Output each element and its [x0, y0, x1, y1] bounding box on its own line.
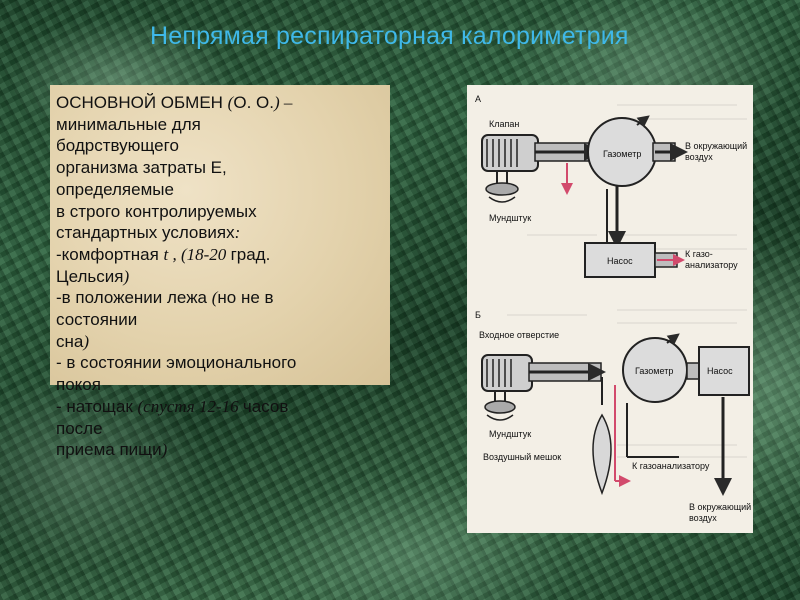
- mouthpiece-label-b: Мундштук: [489, 429, 531, 439]
- svg-text:воздух: воздух: [685, 152, 713, 162]
- air-bag-label: Воздушный мешок: [483, 452, 561, 462]
- calorimetry-diagram: А Клапан Газометр В окружающий воздух: [467, 85, 753, 533]
- label-b: Б: [475, 310, 481, 320]
- to-analyzer-label-a: К газо-: [685, 249, 713, 259]
- svg-text:Газометр: Газометр: [603, 149, 641, 159]
- text-line: - в состоянии эмоционального: [56, 353, 297, 373]
- text-line: минимальные для: [56, 114, 201, 134]
- gasometer-b: Газометр: [622, 333, 688, 403]
- diagram-a: А Клапан Газометр В окружающий воздух: [475, 94, 747, 278]
- air-bag-icon: [592, 413, 612, 496]
- text-line: определяемые: [56, 179, 174, 199]
- text-line: -комфортная t , (18-20 град.: [56, 244, 271, 264]
- text-line: стандартных условиях:: [56, 223, 241, 243]
- pump-a: Насос: [584, 242, 656, 278]
- svg-text:воздух: воздух: [689, 513, 717, 523]
- mouthpiece-label-a: Мундштук: [489, 213, 531, 223]
- svg-text:анализатору: анализатору: [685, 260, 738, 270]
- to-analyzer-label-b: К газоанализатору: [632, 461, 710, 471]
- mouthpiece-icon: [485, 171, 519, 203]
- label-a: А: [475, 94, 481, 104]
- slide-title: Непрямая респираторная калориметрия: [150, 22, 629, 50]
- text-line: -в положении лежа (но не в: [56, 288, 274, 308]
- outside-air-label-b: В окружающий: [689, 502, 751, 512]
- valve-icon: [481, 134, 539, 172]
- svg-text:Газометр: Газометр: [635, 366, 673, 376]
- text-line: в строго контролируемых: [56, 201, 257, 221]
- outside-air-label-a: В окружающий: [685, 141, 747, 151]
- diagram-b: Б Входное отверстие Газометр Насос: [475, 310, 751, 523]
- text-line: после: [56, 418, 103, 438]
- valve-b-icon: [481, 354, 533, 392]
- text-line: бодрствующего: [56, 136, 179, 156]
- text-line: организма затраты Е,: [56, 158, 227, 178]
- valve-label: Клапан: [489, 119, 519, 129]
- text-line: ОСНОВНОЙ ОБМЕН (О. О.) –: [56, 93, 293, 112]
- text-line: приема пищи): [56, 440, 168, 460]
- text-line: - натощак (спустя 12-16 часов: [56, 396, 289, 416]
- gasometer-a: Газометр: [587, 115, 657, 187]
- mouthpiece-b-icon: [484, 391, 516, 421]
- svg-text:Насос: Насос: [607, 256, 633, 266]
- body-text: ОСНОВНОЙ ОБМЕН (О. О.) – минимальные для…: [56, 92, 391, 461]
- text-line: покоя: [56, 375, 101, 395]
- text-line: сна): [56, 331, 90, 351]
- pump-b: Насос: [698, 346, 750, 396]
- svg-text:Насос: Насос: [707, 366, 733, 376]
- inlet-label: Входное отверстие: [479, 330, 559, 340]
- text-line: состоянии: [56, 310, 138, 330]
- text-line: Цельсия): [56, 266, 130, 286]
- text-panel: [50, 85, 390, 385]
